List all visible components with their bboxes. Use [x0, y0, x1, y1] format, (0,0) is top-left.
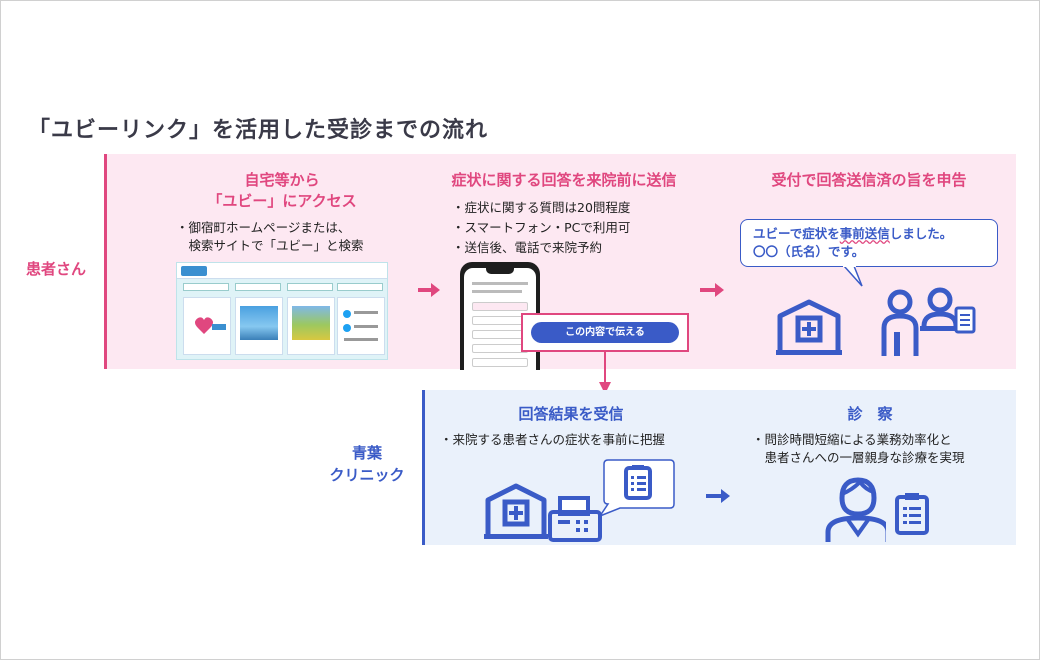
site-topbar — [177, 263, 387, 279]
bubble-line1: ユビーで症状を事前送信しました。 — [753, 225, 985, 243]
clinic-band-bar — [422, 390, 425, 545]
clinic-label-line2: クリニック — [329, 466, 405, 484]
site-twitter-icons — [343, 310, 378, 341]
reception-icon — [881, 287, 976, 356]
site-banner-heart-icon — [195, 317, 226, 334]
site-nav-button — [235, 283, 281, 291]
fax-icon — [548, 496, 602, 542]
site-card-links — [337, 297, 385, 355]
clinic-step2-heading: 診 察 — [847, 405, 893, 423]
page-title: 「ユビーリンク」を活用した受診までの流れ — [28, 118, 489, 143]
step1-heading-line2: 「ユビー」にアクセス — [207, 192, 357, 210]
step3-heading: 受付で回答送信済の旨を申告 — [771, 171, 967, 189]
step2-heading: 症状に関する回答を来院前に送信 — [451, 171, 677, 189]
clinic-label: 青葉 クリニック — [322, 442, 412, 486]
bubble-emphasis: 事前送信 — [839, 226, 890, 241]
flow-arrow-right-icon — [700, 283, 724, 297]
site-card-photo-sea — [235, 297, 283, 355]
step1-heading-line1: 自宅等から — [244, 171, 320, 189]
received-data-bubble — [598, 459, 675, 518]
site-card-banner — [183, 297, 231, 355]
flow-arrow-down-icon — [599, 352, 611, 394]
clinic-band — [422, 390, 1016, 545]
field-photo — [292, 306, 330, 340]
bubble-line2: 〇〇（氏名）です。 — [753, 244, 865, 259]
submit-callout: この内容で伝える — [521, 313, 689, 352]
step1-desc-line1: ・御宿町ホームページまたは、 — [176, 220, 351, 235]
site-nav-button — [287, 283, 333, 291]
clinic-step2-desc-line1: ・問診時間短縮による業務効率化と — [752, 432, 952, 447]
patient-label: 患者さん — [26, 260, 87, 278]
clinic-step2-desc-line2: 患者さんへの一層親身な診療を実現 — [752, 450, 965, 465]
hospital-icon — [776, 299, 842, 355]
site-logo-icon — [181, 266, 207, 276]
step2-bullet-3: ・送信後、電話で来院予約 — [452, 240, 603, 255]
patient-band-bar — [104, 154, 107, 369]
clinic-flow-arrow-icon — [706, 489, 730, 503]
step1-desc-line2: 検索サイトで「ユビー」と検索 — [176, 238, 364, 253]
flow-arrow-right-icon — [418, 283, 440, 297]
bubble-tail — [843, 264, 863, 287]
step2-bullet-2: ・スマートフォン・PCで利用可 — [452, 220, 631, 235]
phone-notch — [486, 268, 514, 274]
clinic-label-line1: 青葉 — [351, 444, 382, 462]
bubble-suffix: しました。 — [889, 226, 953, 241]
bubble-prefix: ユビーで症状を — [753, 226, 840, 241]
site-card-photo-field — [287, 297, 335, 355]
website-thumbnail — [176, 262, 388, 360]
doctor-icon — [825, 477, 886, 542]
clinic-hospital-icon — [484, 483, 548, 539]
clinic-step1-heading: 回答結果を受信 — [518, 405, 624, 423]
clipboard-icon — [895, 493, 929, 535]
step1-heading: 自宅等から 「ユビー」にアクセス — [176, 170, 388, 212]
clinic-step1-desc: ・来院する患者さんの症状を事前に把握 — [440, 432, 666, 447]
sea-photo — [240, 306, 278, 340]
site-nav-button — [337, 283, 383, 291]
submit-button[interactable]: この内容で伝える — [531, 322, 679, 343]
speech-bubble: ユビーで症状を事前送信しました。 〇〇（氏名）です。 — [740, 219, 998, 267]
site-nav-button — [183, 283, 229, 291]
step2-bullet-1: ・症状に関する質問は20問程度 — [452, 200, 631, 215]
